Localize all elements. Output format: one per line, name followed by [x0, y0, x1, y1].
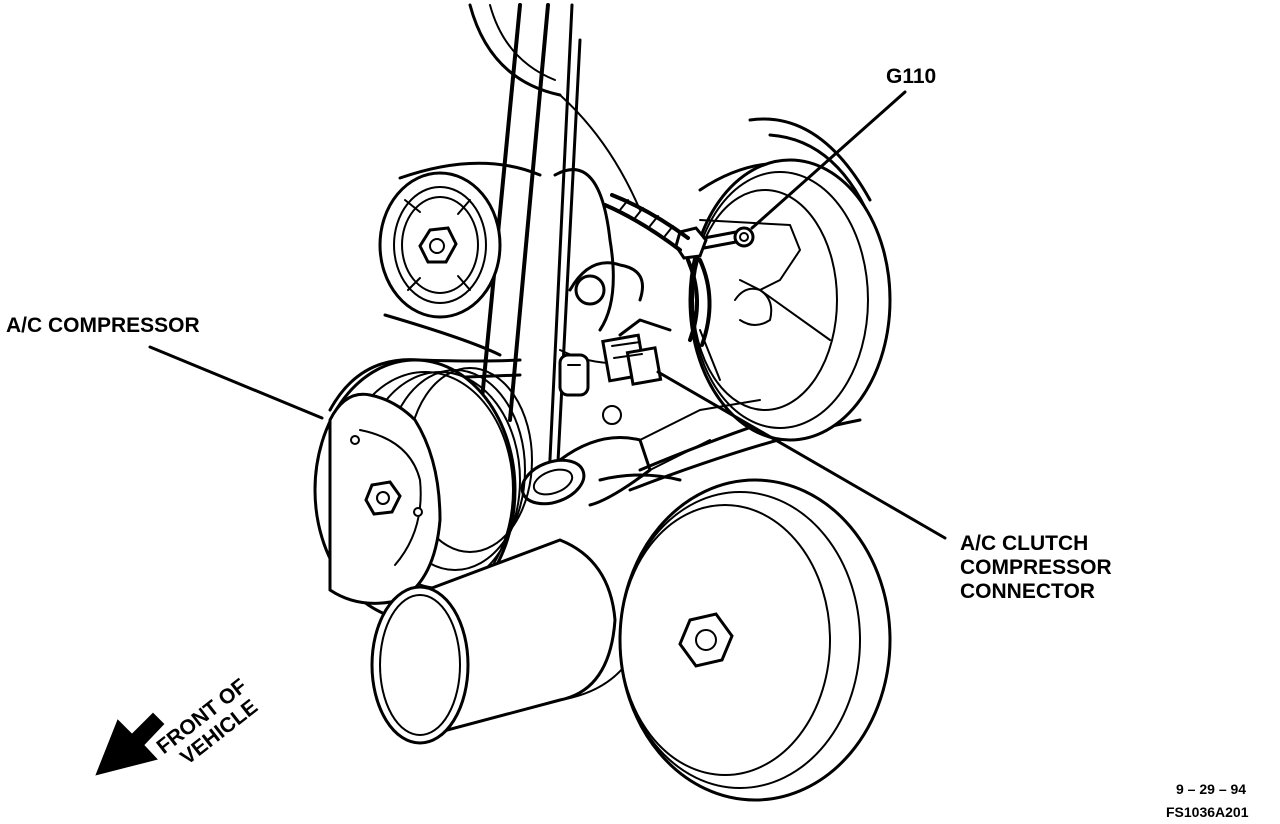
oil-filter — [370, 538, 641, 745]
refrigerant-fitting — [520, 399, 761, 507]
leader-line-ac-compressor — [148, 345, 324, 420]
idler-pulley-upper-left — [378, 171, 502, 319]
wiring-harness — [603, 193, 712, 347]
label-front-of-vehicle: FRONT OF VEHICLE — [153, 674, 262, 769]
label-ac-clutch-line2: COMPRESSOR — [960, 556, 1112, 579]
label-ac-clutch-line3: CONNECTOR — [960, 580, 1095, 603]
leader-lines — [148, 90, 947, 540]
pulley-lower-right — [598, 473, 892, 802]
leader-line-g110 — [750, 90, 907, 230]
label-ac-compressor: A/C COMPRESSOR — [6, 314, 200, 337]
label-ac-clutch-line1: A/C CLUTCH — [960, 532, 1088, 555]
pulley-upper-right — [688, 158, 892, 442]
label-figure-id: FS1036A201 — [1166, 804, 1249, 820]
vertical-belt — [478, 3, 582, 502]
front-of-vehicle-arrow — [95, 712, 165, 776]
label-date: 9 – 29 – 94 — [1176, 781, 1246, 797]
leader-line-ac-clutch — [656, 370, 947, 540]
ac-clutch-connector — [558, 318, 672, 397]
ac-compressor-pulley — [313, 358, 533, 622]
label-g110: G110 — [886, 65, 936, 88]
